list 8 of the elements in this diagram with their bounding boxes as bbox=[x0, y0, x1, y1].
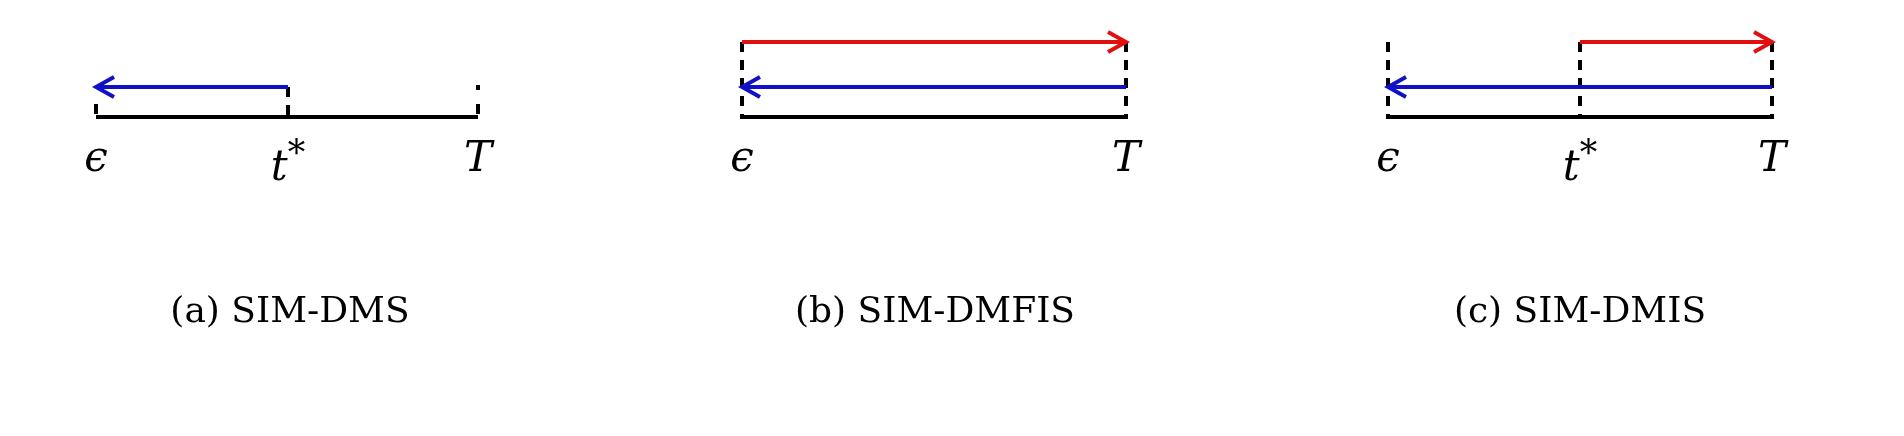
axis-label: ϵ bbox=[730, 136, 754, 178]
axis-label: t$^{*}$ bbox=[270, 136, 306, 187]
axis-label: ϵ bbox=[84, 136, 108, 178]
axis-label: ϵ bbox=[1376, 136, 1400, 178]
subfigure-caption: (b) SIM-DMFIS bbox=[794, 292, 1076, 328]
axis-label: t$^{*}$ bbox=[1562, 136, 1598, 187]
subfigure-caption: (a) SIM-DMS bbox=[170, 292, 410, 328]
subfigure-caption: (c) SIM-DMIS bbox=[1453, 292, 1707, 328]
